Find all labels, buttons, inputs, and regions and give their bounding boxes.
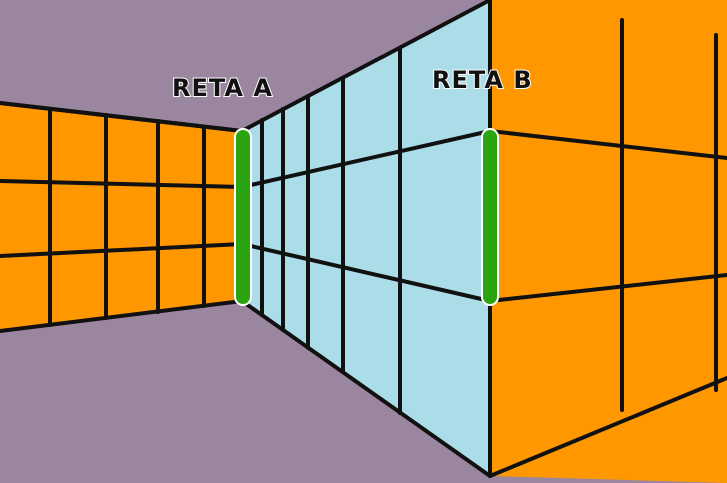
grid-line <box>488 129 727 160</box>
wall-edge <box>240 299 492 478</box>
grid-line <box>488 273 727 303</box>
middle-wall <box>242 0 490 476</box>
line-b-label: RETA B <box>432 66 533 94</box>
right-wall <box>490 0 727 483</box>
grid-line <box>0 242 244 258</box>
line-b-highlight <box>481 128 499 306</box>
grid-line <box>0 179 244 189</box>
grid-line <box>0 299 244 333</box>
wall-edge <box>240 0 492 133</box>
wall-edge <box>488 376 727 478</box>
line-a-label: RETA A <box>172 74 273 102</box>
left-wall <box>0 103 242 331</box>
line-a-highlight <box>234 128 252 306</box>
wall-edge <box>0 101 244 133</box>
